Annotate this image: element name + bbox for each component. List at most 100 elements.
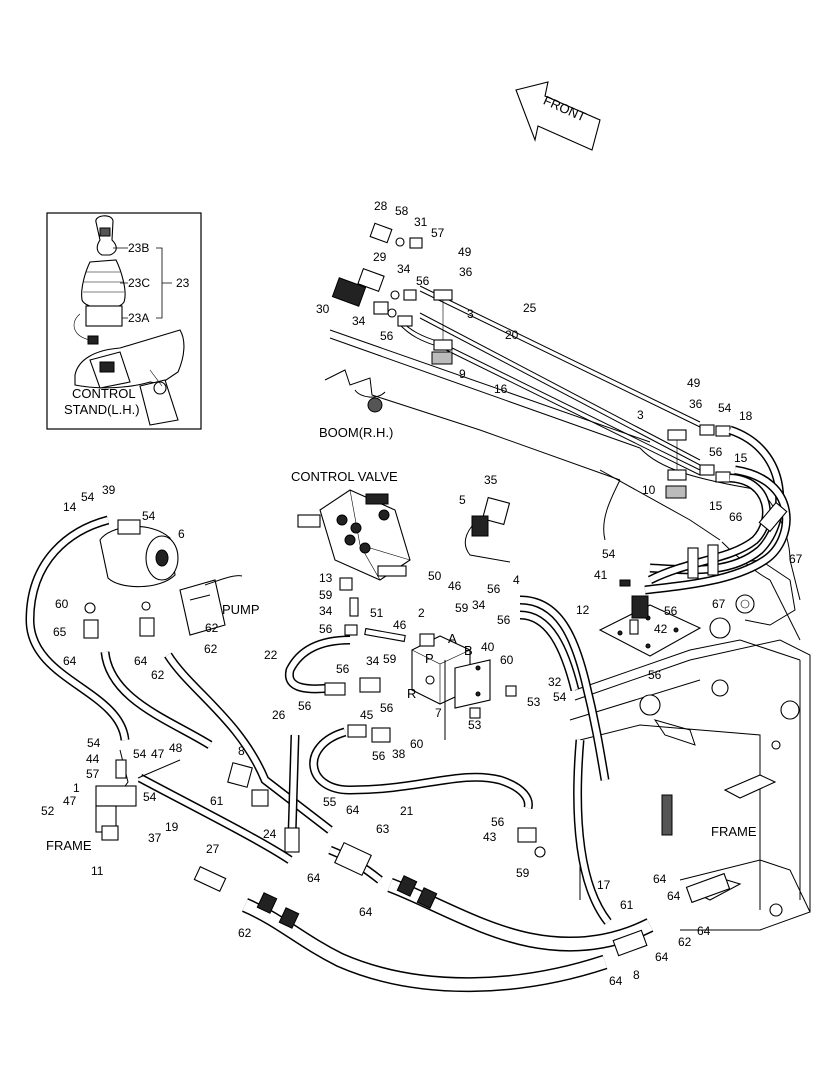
callout-number: 56	[380, 329, 394, 343]
callout-number: 65	[53, 625, 67, 639]
callout-number: 67	[712, 597, 726, 611]
port-b: B	[464, 643, 473, 658]
callout-23: 23	[176, 276, 190, 290]
port-a: A	[448, 631, 457, 646]
callout-number: 64	[667, 889, 681, 903]
callout-number: 61	[620, 898, 634, 912]
callout-number: 6	[178, 527, 185, 541]
callout-number: 51	[370, 606, 384, 620]
callout-number: 54	[81, 490, 95, 504]
port-p: P	[425, 651, 434, 666]
callout-number: 40	[481, 640, 495, 654]
callout-number: 56	[372, 749, 386, 763]
callout-number: 64	[134, 654, 148, 668]
callout-number: 27	[206, 842, 220, 856]
callout-number: 54	[143, 790, 157, 804]
callout-number: 43	[483, 830, 497, 844]
callout-number: 64	[697, 924, 711, 938]
callout-number: 53	[527, 695, 541, 709]
callout-number: 48	[169, 741, 183, 755]
callout-number: 45	[360, 708, 374, 722]
callout-number: 36	[689, 397, 703, 411]
callout-number: 64	[63, 654, 77, 668]
callout-number: 4	[513, 573, 520, 587]
callout-number: 56	[380, 701, 394, 715]
callout-number: 25	[523, 301, 537, 315]
callout-number: 60	[55, 597, 69, 611]
callout-23B: 23B	[128, 241, 149, 255]
callout-number: 47	[151, 747, 165, 761]
callout-number: 62	[204, 642, 218, 656]
callout-number: 62	[678, 935, 692, 949]
callout-number: 63	[376, 822, 390, 836]
section-labels: BOOM(R.H.) CONTROL VALVE PUMP FRAME FRAM…	[46, 425, 757, 853]
boom-structure	[324, 329, 801, 641]
callout-number: 56	[298, 699, 312, 713]
callout-number: 3	[467, 307, 474, 321]
callout-number: 10	[642, 483, 656, 497]
callout-number: 35	[484, 473, 498, 487]
label-boom: BOOM(R.H.)	[319, 425, 393, 440]
callout-number: 3	[637, 408, 644, 422]
callout-number: 2	[418, 606, 425, 620]
callout-number: 60	[500, 653, 514, 667]
upper-fittings	[331, 222, 731, 499]
callout-number: 62	[205, 621, 219, 635]
control-valve-drawing	[297, 489, 411, 581]
callout-number: 37	[148, 831, 162, 845]
callout-number: 1	[73, 781, 80, 795]
callout-number: 34	[397, 262, 411, 276]
callout-number: 59	[455, 601, 469, 615]
label-control-valve: CONTROL VALVE	[291, 469, 398, 484]
callout-23C: 23C	[128, 276, 150, 290]
boom-tubes	[399, 285, 701, 476]
callout-number: 57	[431, 226, 445, 240]
callout-number: 34	[352, 314, 366, 328]
label-pump: PUMP	[222, 602, 260, 617]
label-frame-left: FRAME	[46, 838, 92, 853]
callout-number: 64	[653, 872, 667, 886]
callout-number: 53	[468, 718, 482, 732]
callout-number: 13	[319, 571, 333, 585]
inset-control-stand: 23B 23C 23A 23 CONTROL STAND(L.H.)	[46, 212, 202, 430]
callout-number: 56	[336, 662, 350, 676]
callout-number: 64	[359, 905, 373, 919]
callout-number: 21	[400, 804, 414, 818]
callout-number: 34	[366, 654, 380, 668]
callout-number: 32	[548, 675, 562, 689]
callout-number: 46	[448, 579, 462, 593]
callout-number: 22	[264, 648, 278, 662]
callout-number: 59	[319, 588, 333, 602]
callout-number: 5	[459, 493, 466, 507]
callout-number: 34	[319, 604, 333, 618]
callout-number: 64	[346, 803, 360, 817]
callout-number: 34	[472, 598, 486, 612]
callout-number: 56	[648, 668, 662, 682]
callout-number: 62	[238, 926, 252, 940]
callout-number: 67	[789, 552, 803, 566]
manifold-plate	[569, 579, 801, 746]
hose-bundle	[644, 425, 791, 595]
lower-fittings	[95, 577, 731, 957]
callout-number: 54	[718, 401, 732, 415]
callout-number: 42	[654, 622, 668, 636]
callout-number: 29	[373, 250, 387, 264]
callout-number: 8	[633, 968, 640, 982]
callout-number: 11	[91, 864, 104, 878]
lower-hoses	[25, 515, 654, 993]
callout-number: 56	[497, 613, 511, 627]
callout-number: 56	[487, 582, 501, 596]
callout-number: 58	[395, 204, 409, 218]
callout-number: 38	[392, 747, 406, 761]
callout-number: 54	[142, 509, 156, 523]
callout-number: 66	[729, 510, 743, 524]
joystick-drawing	[73, 215, 126, 345]
callout-number: 62	[151, 668, 165, 682]
callout-number: 54	[602, 547, 616, 561]
callout-number: 56	[416, 274, 430, 288]
callout-number: 7	[435, 706, 442, 720]
port-r: R	[407, 686, 416, 701]
callout-number: 54	[133, 747, 147, 761]
callout-number: 18	[739, 409, 753, 423]
